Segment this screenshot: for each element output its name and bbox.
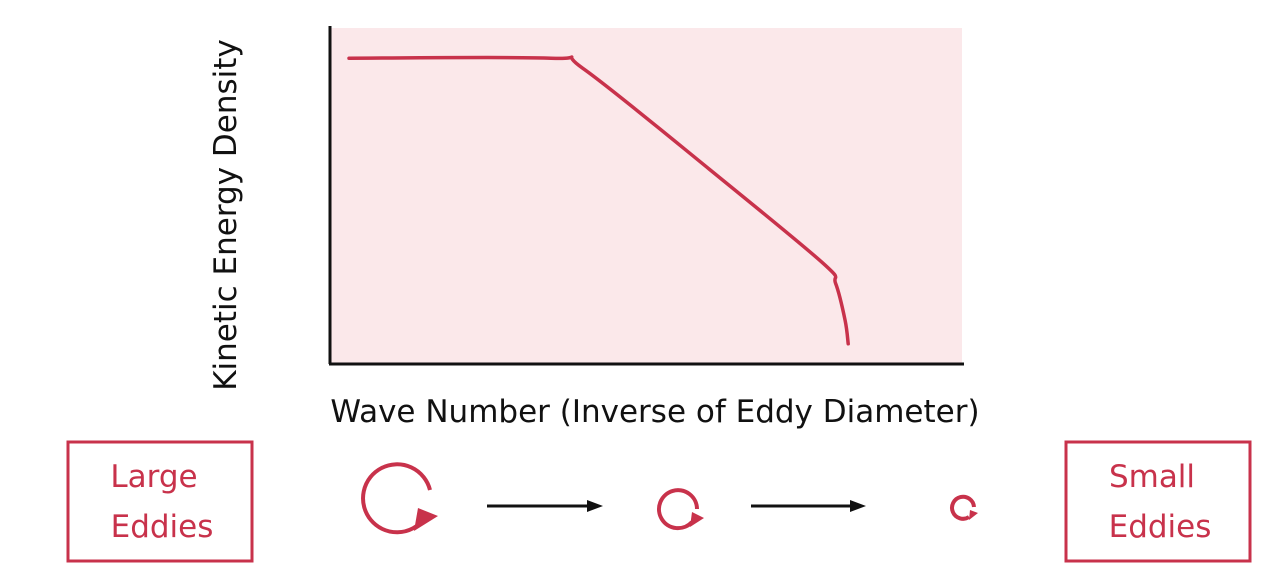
large-eddies-box: Large Eddies (66, 440, 254, 563)
rotation-arrow-icon (361, 462, 438, 535)
rotation-arrow-icon (657, 488, 704, 531)
small-eddies-box: Small Eddies (1064, 440, 1252, 563)
small-eddies-line-1: Small (1109, 459, 1195, 495)
rotation-arrow-icon (950, 494, 978, 521)
arrow-right-icon (751, 500, 866, 512)
plot-background (330, 28, 962, 364)
small-eddies-line-2: Eddies (1109, 509, 1212, 545)
eddy-cascade: Large Eddies Small Eddies (66, 440, 1252, 563)
x-axis-label: Wave Number (Inverse of Eddy Diameter) (330, 394, 979, 430)
arrow-right-icon (487, 500, 603, 512)
energy-spectrum-chart: Kinetic Energy Density Wave Number (Inve… (208, 26, 980, 430)
spectrum-curve (347, 55, 850, 346)
large-eddies-line-1: Large (110, 459, 197, 495)
large-eddies-line-2: Eddies (111, 509, 214, 545)
y-axis-label: Kinetic Energy Density (208, 39, 244, 391)
